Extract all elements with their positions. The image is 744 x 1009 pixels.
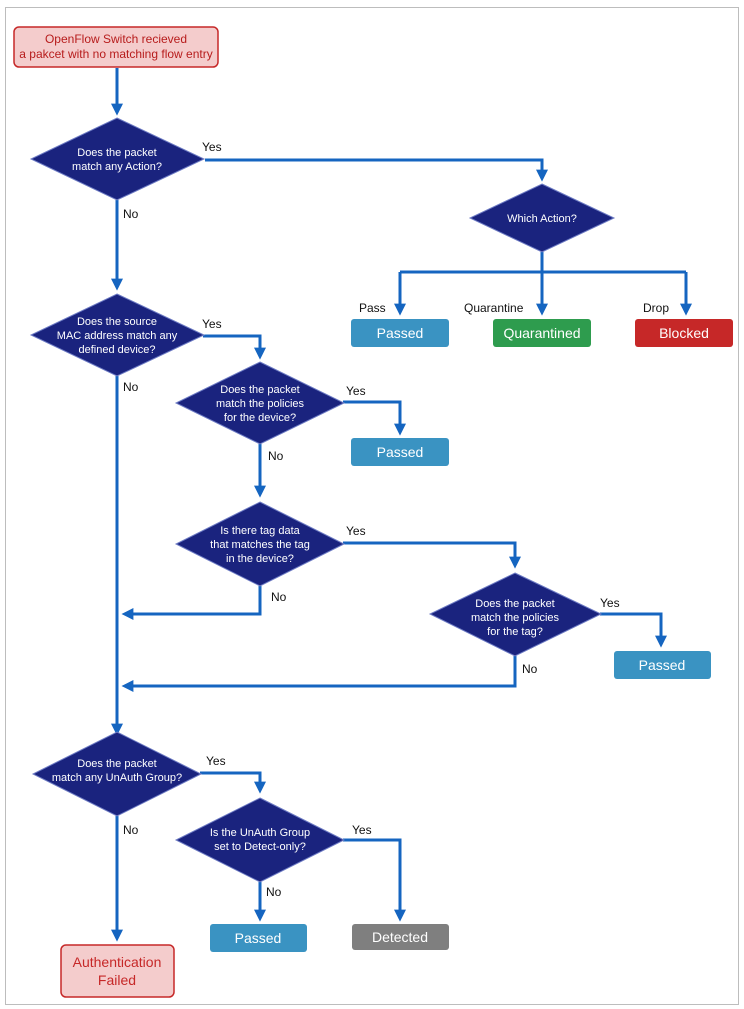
decision-text: Does the packet [77, 147, 157, 159]
quarantine-label: Quarantine [464, 301, 524, 315]
decision-match-action: Does the packet match any Action? [29, 117, 206, 201]
arrow-action-yes [205, 158, 548, 182]
outcome-label: Passed [639, 657, 686, 673]
pass-label: Pass [359, 301, 386, 315]
arrow-detect-yes [343, 838, 406, 922]
outcome-passed-action: Passed [351, 319, 449, 347]
decision-device-policies: Does the packet match the policies for t… [174, 361, 346, 445]
outcome-authentication-failed: Authentication Failed [60, 944, 175, 998]
decision-which-action: Which Action? [468, 183, 616, 253]
outcome-label: Blocked [659, 325, 709, 341]
outcome-label: Authentication [73, 954, 162, 970]
no-label: No [271, 590, 287, 604]
decision-text: in the device? [226, 553, 294, 565]
yes-label: Yes [202, 140, 222, 154]
outcome-blocked: Blocked [635, 319, 733, 347]
decision-tag-policies: Does the packet match the policies for t… [428, 572, 603, 657]
decision-unauth-group: Does the packet match any UnAuth Group? [31, 731, 203, 817]
no-label: No [123, 207, 139, 221]
decision-text: set to Detect-only? [214, 841, 306, 853]
outcome-label: Passed [377, 444, 424, 460]
arrow-tag-data-yes [343, 541, 521, 569]
outcome-passed-device: Passed [351, 438, 449, 466]
decision-text: Does the packet [475, 598, 555, 610]
arrow-device-policies-yes [343, 400, 406, 436]
yes-label: Yes [600, 596, 620, 610]
yes-label: Yes [352, 823, 372, 837]
outcome-detected: Detected [352, 924, 449, 950]
decision-text: match any Action? [72, 161, 162, 173]
arrow-which-action-branches [400, 252, 686, 274]
diagram-frame [5, 7, 739, 1005]
yes-label: Yes [346, 524, 366, 538]
decision-text: Is the UnAuth Group [210, 827, 310, 839]
outcome-label: Detected [372, 929, 428, 945]
start-node: OpenFlow Switch recieved a pakcet with n… [13, 26, 219, 68]
decision-text: that matches the tag [210, 539, 310, 551]
decision-text: match the policies [471, 612, 560, 624]
decision-text: match any UnAuth Group? [52, 772, 182, 784]
outcome-label: Failed [98, 972, 136, 988]
outcome-label: Passed [235, 930, 282, 946]
decision-text: Which Action? [507, 213, 577, 225]
no-label: No [266, 885, 282, 899]
start-text-line1: OpenFlow Switch recieved [45, 32, 187, 46]
outcome-passed-tag: Passed [614, 651, 711, 679]
decision-text: for the device? [224, 412, 296, 424]
decision-text: Is there tag data [220, 525, 300, 537]
drop-label: Drop [643, 301, 669, 315]
start-text-line2: a pakcet with no matching flow entry [19, 47, 212, 61]
arrow-tag-policies-no [121, 656, 517, 692]
outcome-passed-unauth: Passed [210, 924, 307, 952]
decision-text: for the tag? [487, 626, 543, 638]
decision-text: defined device? [78, 344, 155, 356]
decision-text: match the policies [216, 398, 305, 410]
arrow-mac-yes [203, 334, 266, 360]
outcome-label: Passed [377, 325, 424, 341]
yes-label: Yes [206, 754, 226, 768]
no-label: No [123, 380, 139, 394]
decision-source-mac: Does the source MAC address match any de… [29, 293, 206, 377]
arrow-tag-policies-yes [600, 612, 667, 648]
decision-text: Does the packet [220, 384, 300, 396]
yes-label: Yes [346, 384, 366, 398]
arrow-unauth-yes [200, 771, 266, 794]
arrow-tag-data-no [121, 586, 262, 620]
decision-text: Does the packet [77, 758, 157, 770]
outcome-label: Quarantined [503, 325, 580, 341]
decision-text: MAC address match any [57, 330, 178, 342]
yes-label: Yes [202, 317, 222, 331]
decision-tag-data: Is there tag data that matches the tag i… [174, 501, 346, 587]
decision-text: Does the source [77, 316, 157, 328]
no-label: No [522, 662, 538, 676]
outcome-quarantined: Quarantined [493, 319, 591, 347]
decision-detect-only: Is the UnAuth Group set to Detect-only? [174, 797, 346, 883]
no-label: No [123, 823, 139, 837]
no-label: No [268, 449, 284, 463]
